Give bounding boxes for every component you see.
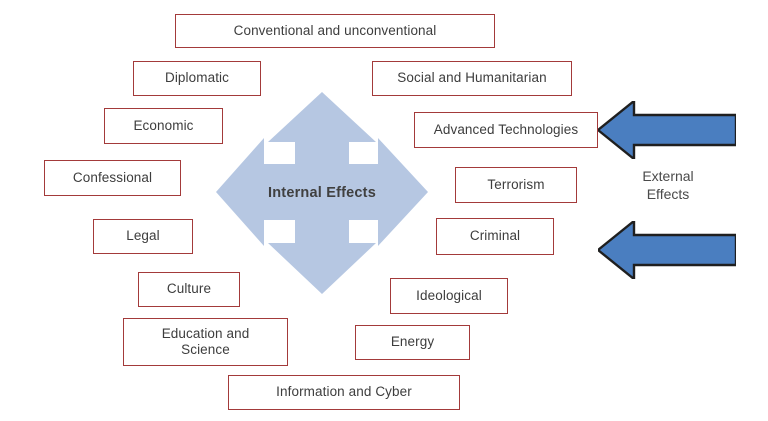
node-box-diplomatic[interactable]: Diplomatic <box>133 61 261 96</box>
node-label: Ideological <box>416 287 482 303</box>
node-label: Legal <box>126 228 160 244</box>
node-box-confessional[interactable]: Confessional <box>44 160 181 196</box>
node-box-criminal[interactable]: Criminal <box>436 218 554 255</box>
node-box-terrorism[interactable]: Terrorism <box>455 167 577 203</box>
node-label: Culture <box>166 281 212 297</box>
node-box-education-and-science[interactable]: Education and Science <box>123 318 288 366</box>
node-box-advanced-technologies[interactable]: Advanced Technologies <box>414 112 598 148</box>
node-box-legal[interactable]: Legal <box>93 219 193 254</box>
node-label: Social and Humanitarian <box>397 70 547 86</box>
external-effects-label: External Effects <box>642 168 694 203</box>
node-label: Diplomatic <box>164 70 230 86</box>
node-label: Terrorism <box>487 176 545 192</box>
node-label: Confessional <box>72 169 153 185</box>
node-box-social-and-humanitarian[interactable]: Social and Humanitarian <box>372 61 572 96</box>
node-label: Economic <box>133 117 194 133</box>
node-box-energy[interactable]: Energy <box>355 325 470 360</box>
node-label: Information and Cyber <box>276 384 412 400</box>
node-label: Education and Science <box>161 325 250 357</box>
external-effects-arrow-bottom <box>598 221 736 279</box>
node-box-information-and-cyber[interactable]: Information and Cyber <box>228 375 460 410</box>
node-label: Criminal <box>469 228 521 244</box>
node-label: Energy <box>390 334 435 350</box>
node-box-economic[interactable]: Economic <box>104 108 223 144</box>
node-box-ideological[interactable]: Ideological <box>390 278 508 314</box>
node-box-culture[interactable]: Culture <box>138 272 240 307</box>
node-label: Advanced Technologies <box>433 121 579 137</box>
internal-effects-cross-arrow <box>216 92 428 294</box>
node-box-conventional-and-unconventional[interactable]: Conventional and unconventional <box>175 14 495 48</box>
node-label: Conventional and unconventional <box>233 22 437 38</box>
external-effects-arrow-top <box>598 101 736 159</box>
